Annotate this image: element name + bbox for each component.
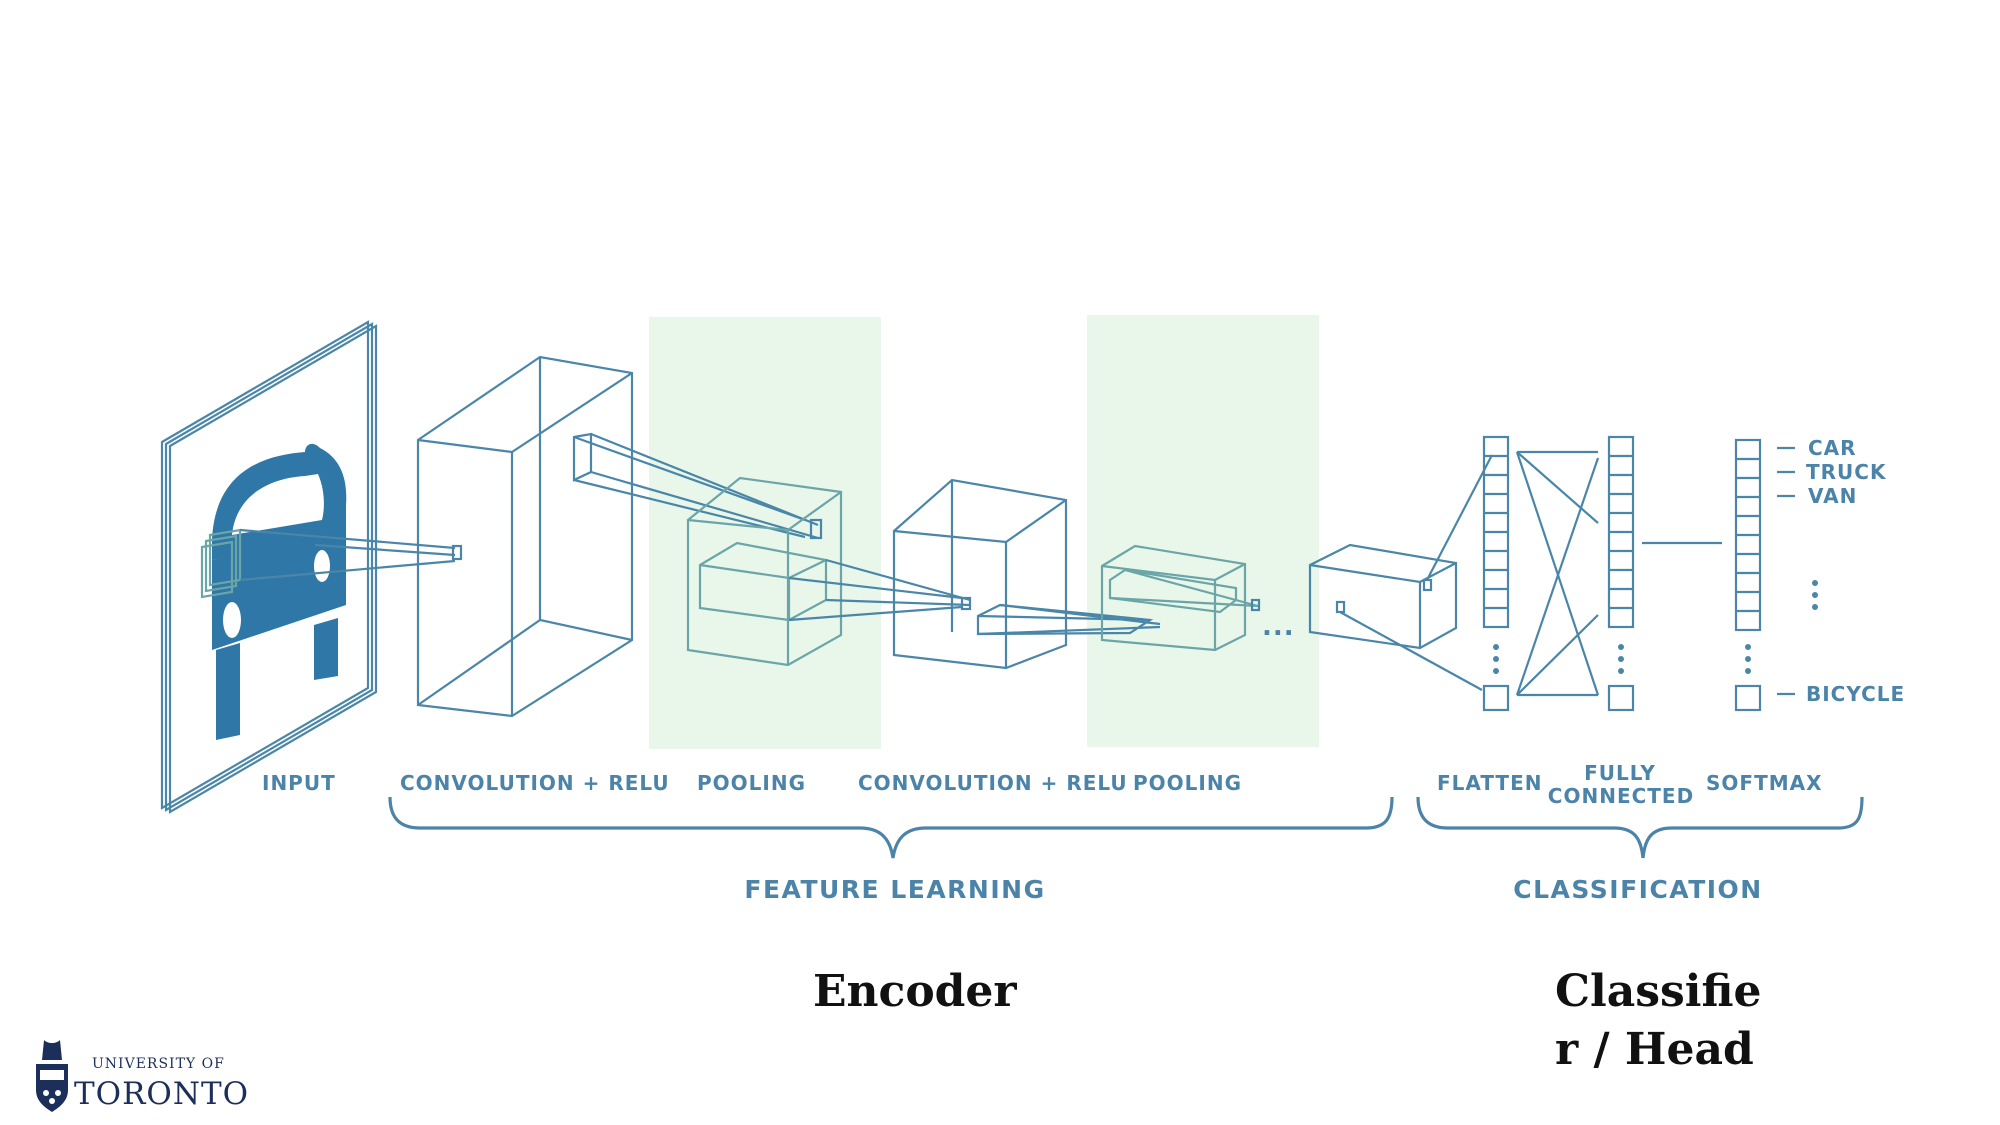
softmax-column [1734,438,1762,712]
pool1-volume [686,476,971,667]
output-van: VAN [1808,484,1857,508]
group-classification: CLASSIFICATION [1513,875,1762,904]
logo-line2: TORONTO [74,1076,249,1112]
fc-connections [1515,450,1600,697]
stage-ellipsis: ... [1262,612,1295,642]
conv1-volume [416,355,819,718]
output-truck: TRUCK [1806,460,1887,484]
label-pool2: POOLING [1133,771,1242,795]
label-input: INPUT [262,771,336,795]
classification-brace [1416,796,1864,859]
pool2-volume [1100,544,1261,652]
crest-icon [36,1040,68,1112]
fully-connected-column [1607,435,1635,712]
label-fc-line1: FULLY [1584,761,1656,785]
output-car: CAR [1808,436,1857,460]
group-feature-learning: FEATURE LEARNING [744,875,1045,904]
university-of-toronto-logo: UNIVERSITY OF TORONTO [36,1040,249,1112]
logo-line1: UNIVERSITY OF [92,1056,225,1072]
label-flatten: FLATTEN [1437,771,1542,795]
input-image [160,320,456,814]
label-pool1: POOLING [697,771,806,795]
pooling-highlight-2 [1087,315,1319,747]
final-feature-volume [1308,454,1493,691]
output-ellipsis [1812,580,1818,610]
label-conv1: CONVOLUTION + RELU [400,771,670,795]
conv2-volume [892,478,1161,670]
label-softmax: SOFTMAX [1706,771,1823,795]
pooling-highlight-1 [649,317,881,749]
encoder-caption: Encoder [813,966,1017,1017]
feature-learning-brace [388,796,1394,859]
label-fc-line2: CONNECTED [1548,784,1694,808]
label-conv2: CONVOLUTION + RELU [858,771,1128,795]
classifier-head-caption: Classifie r / Head [1555,966,1762,1075]
output-bicycle: BICYCLE [1806,682,1905,706]
car-icon [200,443,347,740]
flatten-column [1482,435,1510,712]
